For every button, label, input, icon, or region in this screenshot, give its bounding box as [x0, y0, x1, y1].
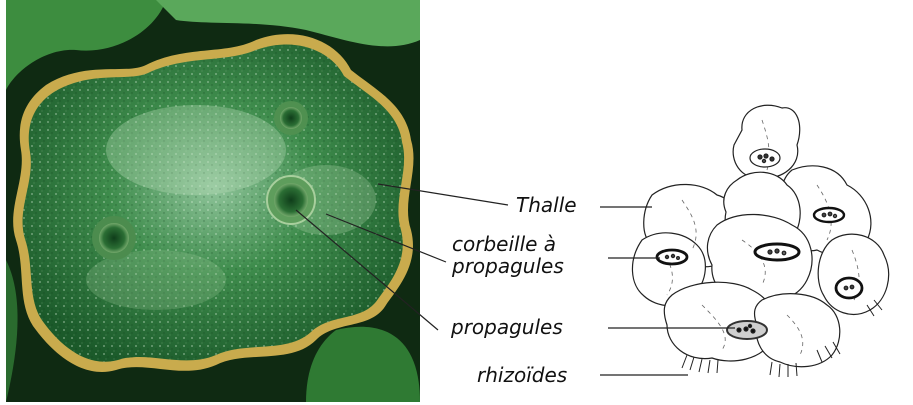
label-thalle: Thalle — [516, 194, 577, 216]
thallus-drawing — [622, 100, 912, 400]
label-corbeille-a-propagules: corbeille à propagules — [452, 233, 564, 277]
thallus-photo — [6, 0, 420, 402]
drawing-gemma-cup — [755, 244, 799, 260]
label-propagules: propagules — [451, 316, 563, 338]
drawing-lobe — [818, 234, 888, 314]
drawing-gemma-cup — [727, 321, 767, 339]
thallus-highlight — [86, 250, 226, 310]
gemma-cup — [274, 101, 308, 135]
thallus-highlight — [106, 105, 286, 195]
label-rhizoides: rhizoïdes — [477, 364, 567, 386]
label-corbeille-line2: propagules — [452, 255, 564, 277]
drawing-gemma-cup — [836, 278, 862, 298]
drawing-gemma-cup — [750, 149, 780, 167]
gemma-cup — [267, 176, 315, 224]
gemma-cup — [92, 216, 136, 260]
drawing-gemma-cup — [814, 208, 844, 222]
drawing-gemma-cup — [657, 250, 687, 264]
label-corbeille-line1: corbeille à — [452, 233, 564, 255]
